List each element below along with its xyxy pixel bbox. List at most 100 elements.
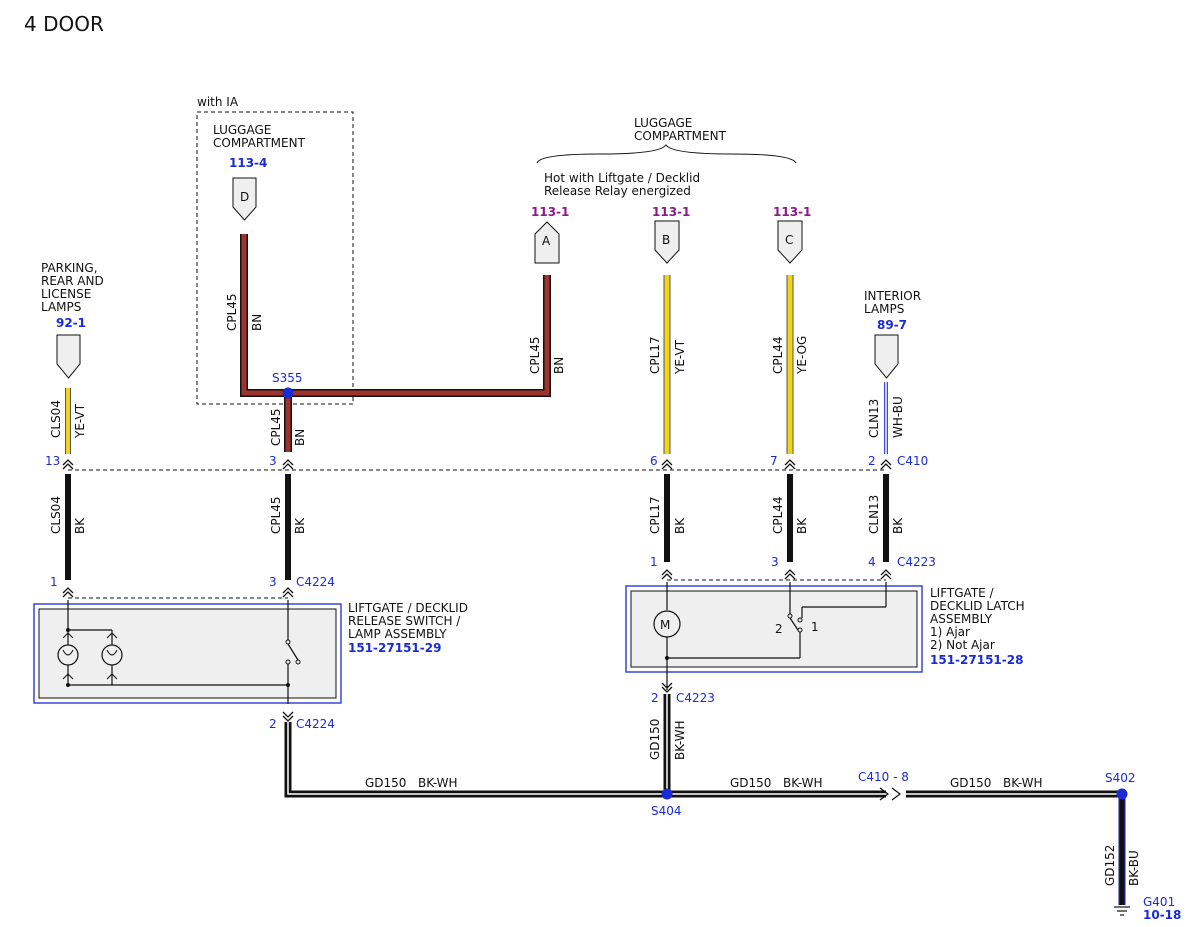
page-title: 4 DOOR — [24, 12, 104, 36]
vertical-wire-labels: CPL45 BN CPL45 BN CPL45 BN CPL45 BK CLS0… — [49, 293, 1141, 886]
wire-cpl17-bk-color: BK — [673, 517, 687, 534]
luggage-zone-brace — [536, 144, 797, 164]
pin-c410-6: 6 — [650, 454, 658, 468]
latch-ref: 151-27151-28 — [930, 653, 1023, 667]
pin-c4224-3: 3 — [269, 575, 277, 589]
ref-113-4: 113-4 — [229, 156, 267, 170]
pin-c4224-2: 2 — [269, 717, 277, 731]
ground-ref: 10-18 — [1143, 908, 1181, 922]
interior-lamps-source-shape — [874, 334, 899, 379]
connector-pin-b — [654, 220, 680, 264]
latch-name-line4: 1) Ajar — [930, 625, 970, 639]
wire-cln13-bk-circuit: CLN13 — [867, 495, 881, 534]
pin-c410-13: 13 — [45, 454, 60, 468]
latch-assembly — [625, 582, 923, 690]
pin-c4223-4: 4 — [868, 555, 876, 569]
wire-gd150-v-color: BK-WH — [673, 720, 687, 760]
with-ia-label: with IA — [197, 95, 239, 109]
wire-cln13-top-color: WH-BU — [891, 396, 905, 438]
interior-label-line1: INTERIOR — [864, 289, 921, 303]
luggage-zone-top-line2: COMPARTMENT — [634, 129, 727, 143]
pin-c410-2: 2 — [868, 454, 876, 468]
release-switch-ref: 151-27151-29 — [348, 641, 441, 655]
release-switch-name-line2: RELEASE SWITCH / — [348, 614, 461, 628]
pin-b-label: B — [662, 233, 670, 247]
interior-label-line2: LAMPS — [864, 302, 904, 316]
release-switch-lamp-assembly — [33, 600, 342, 704]
luggage-zone-left-line1: LUGGAGE — [213, 123, 271, 137]
with-ia-zone-border — [196, 111, 354, 405]
wire-cpl44-top-circuit: CPL44 — [771, 336, 785, 374]
wire-cpl45-bk-circuit: CPL45 — [269, 496, 283, 534]
wire-cpl17-top-circuit: CPL17 — [648, 336, 662, 374]
ground-symbol — [1114, 906, 1130, 916]
latch-switch-pos-2: 2 — [775, 622, 783, 636]
ref-113-1-a: 113-1 — [531, 205, 569, 219]
wire-gd150-h2-circuit: GD150 — [730, 776, 771, 790]
wire-cpl17-top-color: YE-VT — [673, 339, 687, 375]
wire-cln13-top-circuit: CLN13 — [867, 399, 881, 438]
latch-name-line1: LIFTGATE / — [930, 586, 995, 600]
splice-s404 — [661, 788, 673, 800]
wire-cls04-top-color: YE-VT — [73, 403, 87, 439]
wire-cpl44-bk-color: BK — [795, 517, 809, 534]
pin-c4223-1: 1 — [650, 555, 658, 569]
wire-gd150-h1-color: BK-WH — [418, 776, 458, 790]
wire-gd150-h3-circuit: GD150 — [950, 776, 991, 790]
connector-c410-label: C410 — [897, 454, 928, 468]
hot-note-line2: Release Relay energized — [544, 184, 691, 198]
pin-c4224-1: 1 — [50, 575, 58, 589]
splice-s355 — [282, 387, 294, 399]
luggage-zone-top-line1: LUGGAGE — [634, 116, 692, 130]
wire-cpl44-bk-circuit: CPL44 — [771, 496, 785, 534]
ref-113-1-c: 113-1 — [773, 205, 811, 219]
wire-cls04-bk-circuit: CLS04 — [49, 496, 63, 534]
bn-wires — [240, 234, 551, 452]
ground-wires — [284, 694, 1126, 905]
wire-gd150-h1-circuit: GD150 — [365, 776, 406, 790]
wire-gd152-circuit: GD152 — [1103, 845, 1117, 886]
wire-cpl44-top-color: YE-OG — [795, 336, 809, 375]
connector-c4224-label-a: C4224 — [296, 575, 335, 589]
bk-wires — [65, 474, 889, 580]
connector-pin-d — [232, 177, 257, 221]
latch-name-line5: 2) Not Ajar — [930, 638, 995, 652]
wire-cls04-bk-color: BK — [73, 517, 87, 534]
pin-d-label: D — [240, 190, 249, 204]
connector-c4224-label-b: C4224 — [296, 717, 335, 731]
ref-92-1: 92-1 — [56, 316, 86, 330]
splice-s402 — [1116, 788, 1128, 800]
latch-name-line2: DECKLID LATCH — [930, 599, 1025, 613]
connector-chevrons — [62, 459, 892, 722]
parking-label-line3: LICENSE — [41, 287, 91, 301]
wire-cln13-bk-color: BK — [891, 517, 905, 534]
wire-cpl45-top-color: BN — [250, 314, 264, 331]
wire-cpl45-mid-circuit: CPL45 — [528, 336, 542, 374]
wire-cpl45-low-circuit: CPL45 — [269, 408, 283, 446]
latch-motor-label: M — [660, 618, 670, 632]
connector-c4223-label-b: C4223 — [676, 691, 715, 705]
connector-pin-c — [777, 220, 803, 264]
ref-89-7: 89-7 — [877, 318, 907, 332]
wire-cpl45-bk-color: BK — [293, 517, 307, 534]
parking-label-line2: REAR AND — [41, 274, 104, 288]
splice-s402-label: S402 — [1105, 771, 1136, 785]
parking-label-line4: LAMPS — [41, 300, 81, 314]
connector-c410-8-label: C410 - 8 — [858, 770, 909, 784]
splice-s355-label: S355 — [272, 371, 303, 385]
wire-cpl45-low-color: BN — [293, 429, 307, 446]
wire-gd152-color: BK-BU — [1127, 850, 1141, 886]
ground-name: G401 — [1143, 895, 1175, 909]
wire-cpl45-mid-color: BN — [552, 357, 566, 374]
wire-cpl45-top-circuit: CPL45 — [225, 293, 239, 331]
release-switch-name-line3: LAMP ASSEMBLY — [348, 627, 447, 641]
wire-cls04-top-circuit: CLS04 — [49, 400, 63, 438]
parking-label-line1: PARKING, — [41, 261, 98, 275]
wire-gd150-h2-color: BK-WH — [783, 776, 823, 790]
connector-c4223-label-a: C4223 — [897, 555, 936, 569]
pin-c4223-3: 3 — [771, 555, 779, 569]
splice-s404-label: S404 — [651, 804, 682, 818]
connector-pin-a — [534, 221, 560, 264]
yellow-wires — [65, 275, 794, 454]
release-switch-name-line1: LIFTGATE / DECKLID — [348, 601, 468, 615]
